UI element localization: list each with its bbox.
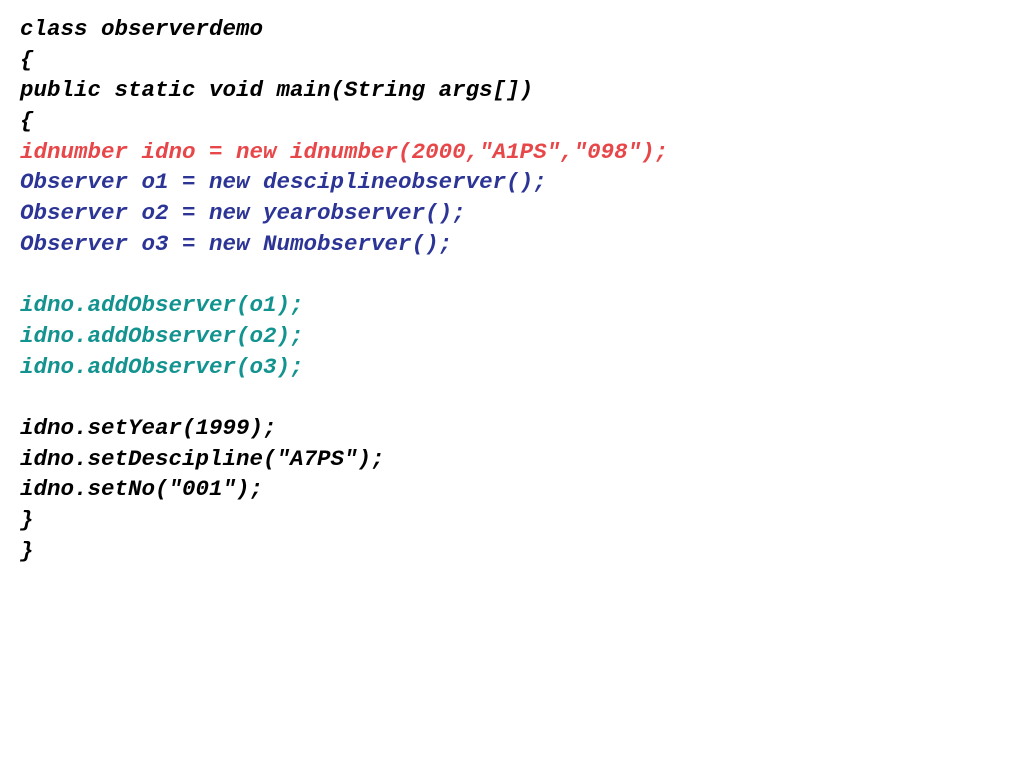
code-line-idnumber: idnumber idno = new idnumber(2000,"A1PS"… bbox=[20, 138, 669, 165]
code-line-main-decl: public static void main(String args[]) bbox=[20, 77, 534, 104]
code-line-close-brace-main: } bbox=[20, 507, 34, 533]
code-line-set-no: idno.setNo("001"); bbox=[20, 476, 264, 503]
code-line-add-observer-o1: idno.addObserver(o1); bbox=[20, 292, 304, 319]
code-block: class observerdemo { public static void … bbox=[20, 14, 1024, 566]
code-line-blank bbox=[20, 382, 1024, 413]
code-line-close-brace-class: } bbox=[20, 537, 34, 564]
code-line-add-observer-o3: idno.addObserver(o3); bbox=[20, 353, 304, 380]
code-line-class-decl: class observerdemo bbox=[20, 16, 264, 42]
code-line-set-year: idno.setYear(1999); bbox=[20, 414, 277, 441]
code-line-set-descipline: idno.setDescipline("A7PS"); bbox=[20, 445, 385, 472]
code-line-observer-o2: Observer o2 = new yearobserver(); bbox=[20, 200, 466, 227]
code-line-observer-o3: Observer o3 = new Numobserver(); bbox=[20, 230, 453, 257]
code-line-open-brace-main: { bbox=[20, 108, 34, 135]
code-line-add-observer-o2: idno.addObserver(o2); bbox=[20, 322, 304, 349]
code-line-blank bbox=[20, 260, 1024, 291]
code-line-observer-o1: Observer o1 = new desciplineobserver(); bbox=[20, 169, 547, 196]
code-line-open-brace: { bbox=[20, 46, 34, 73]
